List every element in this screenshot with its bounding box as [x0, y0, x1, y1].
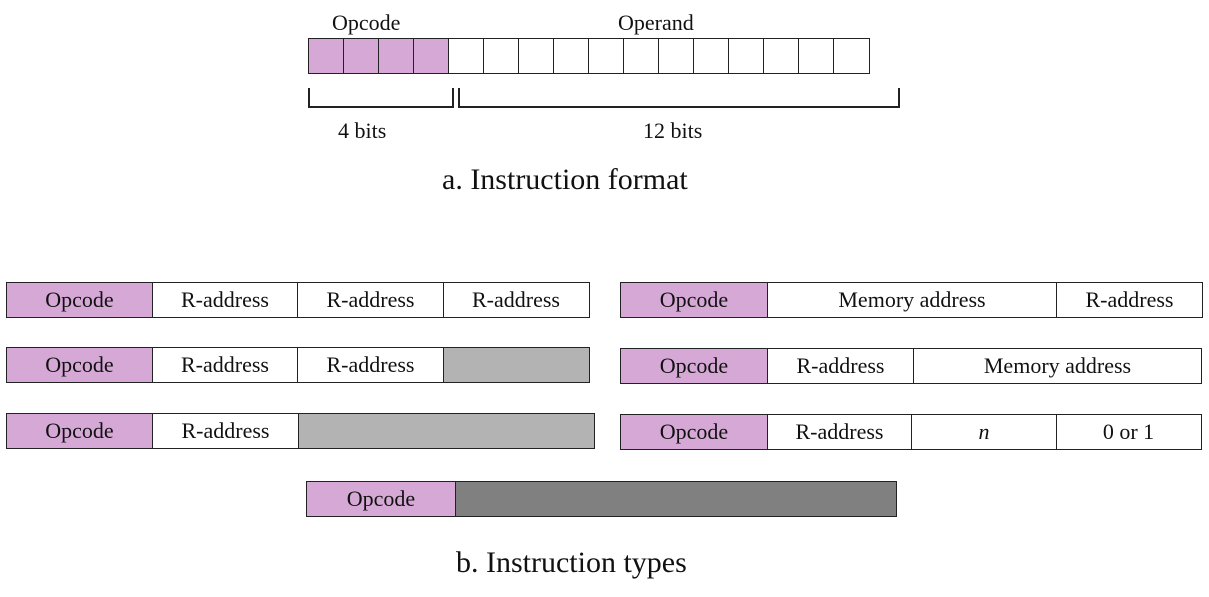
opcode-field: Opcode [620, 348, 768, 384]
opcode-bits-label: 4 bits [338, 118, 387, 143]
r-address-field: R-address [151, 413, 300, 449]
r-address-field: R-address [151, 347, 299, 383]
unused-field [442, 347, 590, 383]
instruction-bits [308, 38, 870, 74]
type-row-register-memory: Opcode R-address Memory address [620, 348, 1202, 384]
type-row-three-register: Opcode R-address R-address R-address [6, 282, 590, 318]
operand-bit [588, 38, 625, 74]
opcode-bit [378, 38, 415, 74]
direction-field: 0 or 1 [1055, 414, 1202, 450]
operand-bit [728, 38, 765, 74]
operand-bit [623, 38, 660, 74]
type-row-two-register: Opcode R-address R-address [6, 347, 590, 383]
operand-bit [448, 38, 485, 74]
opcode-label: Opcode [332, 10, 401, 35]
r-address-field: R-address [297, 347, 444, 383]
r-address-field: R-address [151, 282, 299, 318]
operand-bit [693, 38, 730, 74]
opcode-bit [308, 38, 345, 74]
operand-label: Operand [618, 10, 694, 35]
opcode-field: Opcode [620, 414, 768, 450]
operand-bit [553, 38, 590, 74]
types-caption: b. Instruction types [456, 546, 687, 579]
operand-bit [833, 38, 870, 74]
r-address-field: R-address [297, 282, 444, 318]
type-row-shift: Opcode R-address n 0 or 1 [620, 414, 1202, 450]
opcode-bracket [308, 88, 454, 108]
unused-field [454, 481, 897, 517]
operand-bit [798, 38, 835, 74]
operand-bits-label: 12 bits [643, 118, 703, 143]
type-row-opcode-only: Opcode [306, 481, 897, 517]
format-caption: a. Instruction format [442, 163, 688, 196]
r-address-field: R-address [442, 282, 590, 318]
operand-bracket [458, 88, 900, 108]
type-row-memory-register: Opcode Memory address R-address [620, 282, 1203, 318]
operand-bit [483, 38, 520, 74]
opcode-field: Opcode [6, 347, 153, 383]
opcode-bit [413, 38, 450, 74]
operand-bit [763, 38, 800, 74]
operand-bit [658, 38, 695, 74]
r-address-field: R-address [766, 348, 915, 384]
opcode-field: Opcode [306, 481, 456, 517]
r-address-field: R-address [766, 414, 913, 450]
opcode-bit [343, 38, 380, 74]
operand-bit [518, 38, 555, 74]
n-field: n [911, 414, 1057, 450]
memory-address-field: Memory address [913, 348, 1202, 384]
opcode-field: Opcode [620, 282, 768, 318]
memory-address-field: Memory address [766, 282, 1058, 318]
unused-field [298, 413, 595, 449]
opcode-field: Opcode [6, 282, 153, 318]
opcode-field: Opcode [6, 413, 153, 449]
type-row-one-register: Opcode R-address [6, 413, 595, 449]
r-address-field: R-address [1056, 282, 1203, 318]
